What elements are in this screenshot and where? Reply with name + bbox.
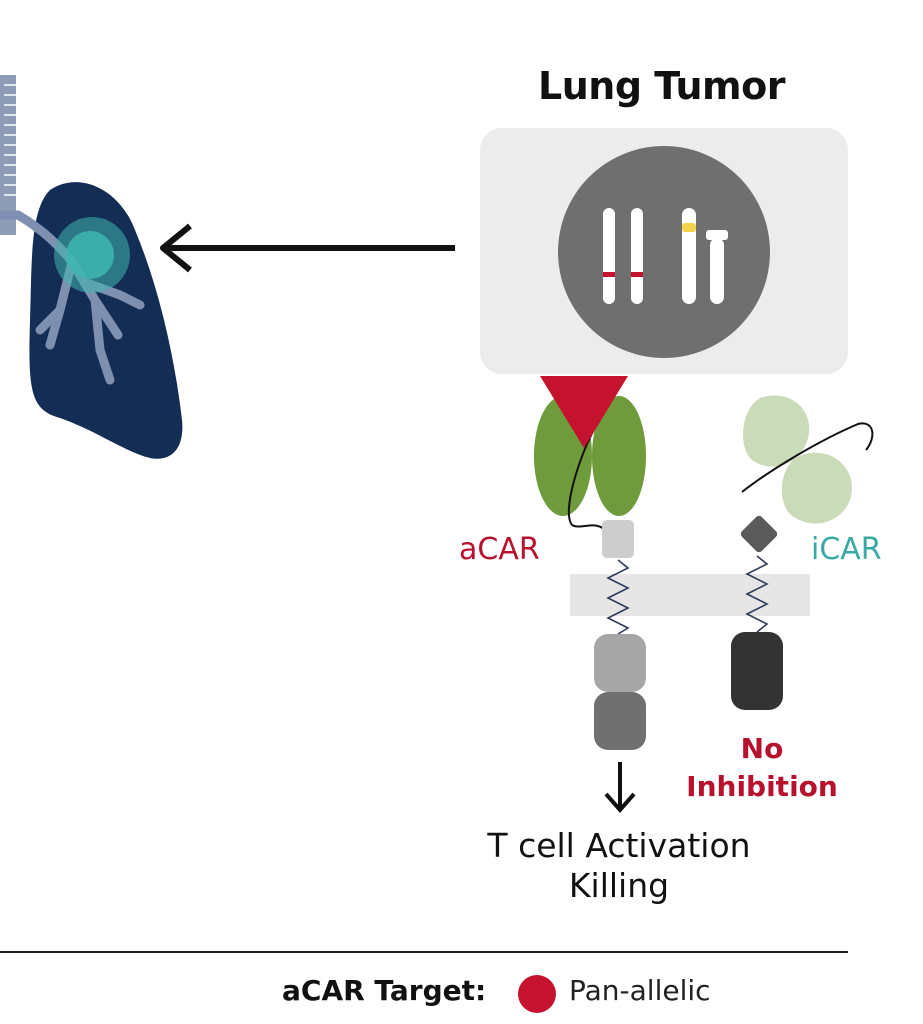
acar-linker (567, 419, 606, 531)
icar-hinge (740, 515, 778, 553)
cell-membrane (570, 574, 810, 616)
icar-receptor (731, 395, 874, 710)
antigen-band (631, 272, 643, 277)
acar-receptor (534, 376, 646, 814)
trachea-rings (4, 84, 16, 196)
legend-label: aCAR Target: (282, 974, 487, 1007)
icar-signal-domain (731, 632, 783, 710)
tumor-mass (66, 231, 114, 279)
legend-marker (518, 975, 556, 1013)
acar-signal-domain-1 (594, 634, 646, 692)
icar-antibody-lower (781, 452, 853, 524)
acar-label: aCAR (459, 532, 540, 567)
chromosome (710, 238, 724, 304)
antigen-band (603, 272, 615, 277)
legend-value: Pan-allelic (569, 974, 711, 1007)
chromosome (631, 208, 643, 304)
icar-label: iCAR (811, 532, 882, 567)
activation-arrow-head (604, 792, 636, 814)
lung-illustration (0, 75, 183, 459)
bronchial-tree (0, 210, 145, 385)
allele-band (682, 223, 696, 232)
chromosome (682, 208, 696, 304)
icar-linker (741, 422, 874, 493)
acar-antibody-light (592, 396, 646, 516)
icar-antibody-upper (742, 395, 810, 467)
diagram-title: Lung Tumor (538, 64, 786, 108)
chromosome-cap (706, 230, 728, 240)
chromosome (603, 208, 615, 304)
outcome-label: T cell Activation Killing (487, 826, 751, 905)
acar-signal-domain-2 (594, 692, 646, 750)
pointer-arrow (160, 223, 455, 273)
nucleus (558, 146, 770, 358)
no-inhibition-label: No Inhibition (686, 732, 838, 803)
antigen-triangle (540, 376, 628, 448)
acar-hinge (602, 520, 634, 558)
acar-transmembrane (606, 559, 630, 635)
chromosomes (603, 208, 728, 304)
icar-transmembrane (745, 555, 769, 633)
